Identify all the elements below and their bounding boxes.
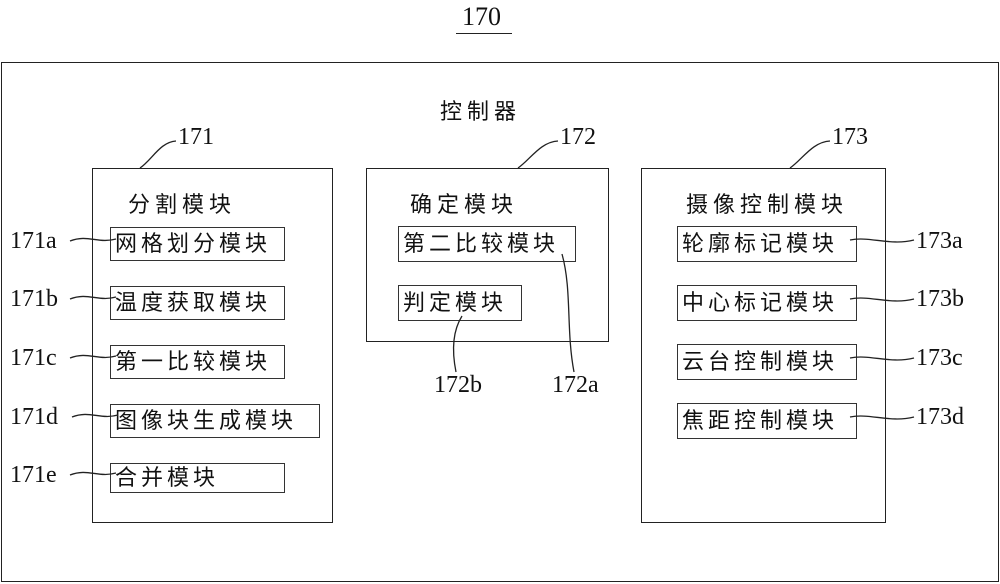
controller-label: 控制器 — [440, 100, 522, 125]
second-comparison-module-ref: 172a — [552, 372, 599, 398]
focal-length-control-module: 焦距控制模块 — [677, 403, 857, 439]
merge-module: 合并模块 — [110, 463, 285, 493]
figure-number: 170 — [462, 2, 501, 31]
focal-length-control-module-ref: 173d — [916, 404, 964, 430]
segmentation-module-ref: 171 — [178, 124, 214, 150]
merge-module-ref: 171e — [10, 462, 57, 488]
first-comparison-module: 第一比较模块 — [110, 345, 285, 379]
contour-marking-module-ref: 173a — [916, 228, 963, 254]
pan-tilt-control-module: 云台控制模块 — [677, 344, 857, 380]
determination-module-ref: 172 — [560, 124, 596, 150]
center-marking-module: 中心标记模块 — [677, 285, 857, 321]
camera-control-module-ref: 173 — [832, 124, 868, 150]
center-marking-module-ref: 173b — [916, 286, 964, 312]
camera-control-module-box — [641, 168, 886, 523]
image-block-generation-module: 图像块生成模块 — [110, 404, 320, 438]
camera-control-module-title: 摄像控制模块 — [686, 193, 849, 218]
image-block-generation-module-ref: 171d — [10, 404, 58, 430]
figure-number-underline — [456, 33, 512, 34]
first-comparison-module-ref: 171c — [10, 345, 57, 371]
temperature-acquisition-module: 温度获取模块 — [110, 286, 285, 320]
second-comparison-module: 第二比较模块 — [398, 226, 576, 262]
contour-marking-module: 轮廓标记模块 — [677, 226, 857, 262]
grid-division-module-ref: 171a — [10, 228, 57, 254]
segmentation-module-title: 分割模块 — [128, 193, 237, 218]
judgment-module: 判定模块 — [398, 285, 522, 321]
pan-tilt-control-module-ref: 173c — [916, 345, 963, 371]
temperature-acquisition-module-ref: 171b — [10, 286, 58, 312]
determination-module-title: 确定模块 — [410, 193, 519, 218]
judgment-module-ref: 172b — [434, 372, 482, 398]
grid-division-module: 网格划分模块 — [110, 227, 285, 261]
